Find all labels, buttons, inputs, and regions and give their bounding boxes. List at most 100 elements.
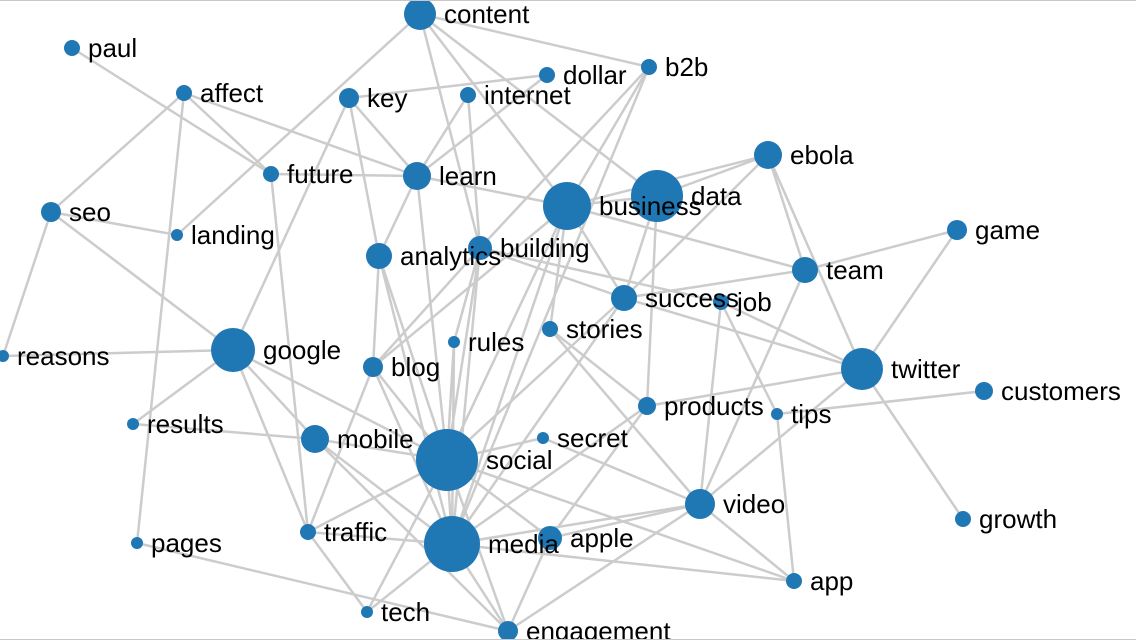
node-circle[interactable] bbox=[0, 350, 9, 362]
node-circle[interactable] bbox=[416, 429, 478, 491]
node-label: tech bbox=[381, 597, 430, 627]
node-circle[interactable] bbox=[539, 67, 555, 83]
edge-building-social bbox=[445, 247, 482, 461]
edge-apple-engagement bbox=[506, 537, 552, 632]
edge-products-media bbox=[451, 404, 648, 546]
edge-blog-traffic bbox=[306, 366, 375, 533]
edge-b2b-business bbox=[565, 66, 651, 207]
node-circle[interactable] bbox=[841, 348, 883, 390]
edge-data-products bbox=[645, 195, 659, 407]
edge-analytics-media bbox=[377, 255, 454, 545]
node-circle[interactable] bbox=[263, 166, 279, 182]
node-label: team bbox=[826, 255, 884, 285]
edge-success-social bbox=[446, 297, 625, 461]
node-label: growth bbox=[979, 504, 1057, 534]
node-circle[interactable] bbox=[176, 85, 192, 101]
edge-media-app bbox=[451, 542, 795, 583]
node-label: b2b bbox=[665, 52, 708, 82]
edge-team-game bbox=[804, 228, 958, 272]
node-circle[interactable] bbox=[363, 357, 383, 377]
node-circle[interactable] bbox=[631, 170, 683, 222]
edge-future-learn bbox=[270, 172, 418, 178]
edge-google-social bbox=[232, 348, 448, 462]
node-label: rules bbox=[468, 327, 524, 357]
edge-twitter-growth bbox=[860, 368, 965, 520]
node-label: future bbox=[287, 159, 354, 189]
edge-paul-future bbox=[71, 46, 272, 176]
node-circle[interactable] bbox=[542, 321, 558, 337]
node-circle[interactable] bbox=[403, 162, 431, 190]
edge-internet-learn bbox=[415, 94, 470, 177]
node-label: app bbox=[810, 566, 853, 596]
edge-twitter-success bbox=[623, 296, 863, 371]
edge-landing-content bbox=[176, 13, 421, 236]
edge-reasons-google bbox=[2, 348, 234, 358]
node-label: products bbox=[664, 391, 764, 421]
edge-affect-pages bbox=[135, 92, 186, 544]
node-circle[interactable] bbox=[947, 220, 967, 240]
edge-tips-app bbox=[775, 413, 796, 582]
node-circle[interactable] bbox=[131, 537, 143, 549]
node-circle[interactable] bbox=[543, 182, 591, 230]
node-label: building bbox=[500, 233, 590, 263]
node-circle[interactable] bbox=[404, 1, 436, 30]
edge-content-data bbox=[419, 13, 658, 197]
node-label: results bbox=[147, 409, 224, 439]
node-circle[interactable] bbox=[300, 524, 316, 540]
node-circle[interactable] bbox=[127, 418, 139, 430]
node-circle[interactable] bbox=[538, 526, 562, 550]
node-circle[interactable] bbox=[537, 432, 549, 444]
node-circle[interactable] bbox=[611, 285, 637, 311]
edge-analytics-social bbox=[377, 255, 449, 461]
node-label: blog bbox=[391, 352, 440, 382]
node-circle[interactable] bbox=[211, 328, 255, 372]
node-label: stories bbox=[566, 314, 643, 344]
node-circle[interactable] bbox=[366, 243, 392, 269]
node-circle[interactable] bbox=[638, 397, 656, 415]
node-circle[interactable] bbox=[975, 382, 993, 400]
edge-dollar-learn bbox=[416, 74, 548, 177]
node-circle[interactable] bbox=[460, 87, 476, 103]
node-circle[interactable] bbox=[754, 141, 782, 169]
node-circle[interactable] bbox=[498, 621, 518, 640]
edge-products-apple bbox=[548, 405, 649, 539]
edge-learn-analytics bbox=[377, 175, 419, 257]
edge-building-media bbox=[450, 247, 482, 545]
node-circle[interactable] bbox=[685, 489, 715, 519]
node-circle[interactable] bbox=[424, 516, 480, 572]
edge-key-learn bbox=[348, 97, 418, 177]
node-circle[interactable] bbox=[41, 202, 61, 222]
node-label: traffic bbox=[324, 517, 387, 547]
node-label: tips bbox=[791, 399, 831, 429]
edge-content-business bbox=[419, 13, 568, 207]
node-circle[interactable] bbox=[339, 88, 359, 108]
edge-blog-building bbox=[372, 247, 481, 368]
node-circle[interactable] bbox=[792, 257, 818, 283]
node-circle[interactable] bbox=[448, 336, 460, 348]
node-circle[interactable] bbox=[64, 40, 80, 56]
node-label: social bbox=[486, 445, 552, 475]
node-circle[interactable] bbox=[955, 511, 971, 527]
edge-job-building bbox=[479, 246, 722, 304]
edge-rules-building bbox=[452, 247, 482, 343]
edge-game-twitter bbox=[860, 229, 959, 370]
edge-b2b-media bbox=[450, 66, 651, 545]
node-circle[interactable] bbox=[301, 425, 329, 453]
edge-affect-learn bbox=[183, 91, 418, 178]
edge-affect-seo bbox=[50, 92, 185, 213]
edge-affect-future bbox=[183, 92, 272, 175]
node-circle[interactable] bbox=[713, 294, 729, 310]
edge-ebola-success bbox=[623, 154, 769, 299]
node-circle[interactable] bbox=[468, 236, 492, 260]
edge-secret-video bbox=[542, 436, 701, 506]
node-circle[interactable] bbox=[171, 229, 183, 241]
node-label: data bbox=[691, 181, 742, 211]
node-circle[interactable] bbox=[771, 408, 783, 420]
node-label: google bbox=[263, 335, 341, 365]
node-circle[interactable] bbox=[641, 59, 657, 75]
node-circle[interactable] bbox=[361, 606, 373, 618]
edge-traffic-tech bbox=[306, 531, 369, 613]
node-circle[interactable] bbox=[786, 573, 802, 589]
edge-results-mobile bbox=[132, 422, 316, 441]
node-label: business bbox=[599, 191, 702, 221]
